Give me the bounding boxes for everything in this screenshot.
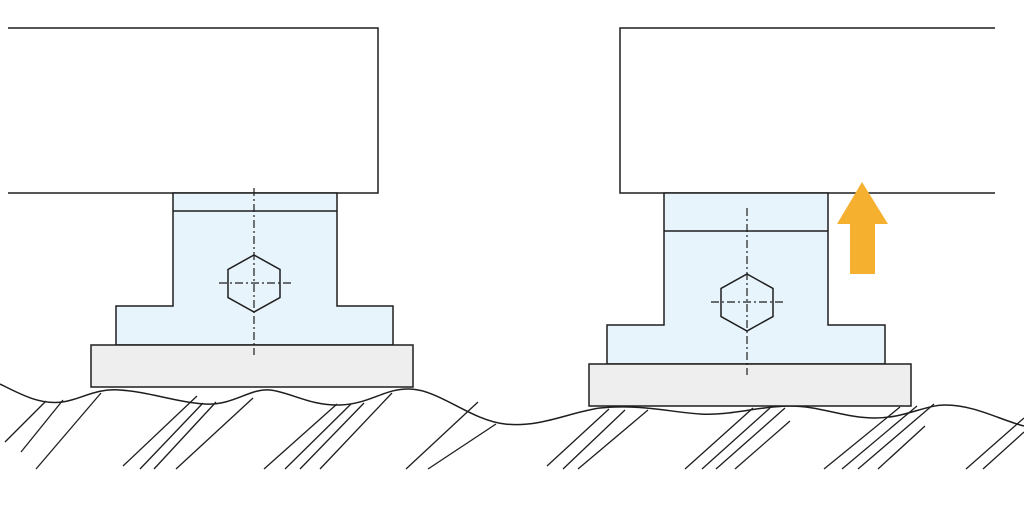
ground-hatching-right [546, 403, 1024, 470]
machine-body-right [619, 27, 995, 194]
base-plate-left [90, 344, 414, 388]
base-plate-right [588, 363, 912, 407]
left-assembly [0, 26, 414, 388]
right-assembly [588, 27, 995, 407]
machine-body-left [0, 27, 379, 194]
ground-surface [0, 383, 1024, 427]
arrow-up-icon [837, 182, 888, 274]
ground-hatching-left [4, 392, 497, 470]
